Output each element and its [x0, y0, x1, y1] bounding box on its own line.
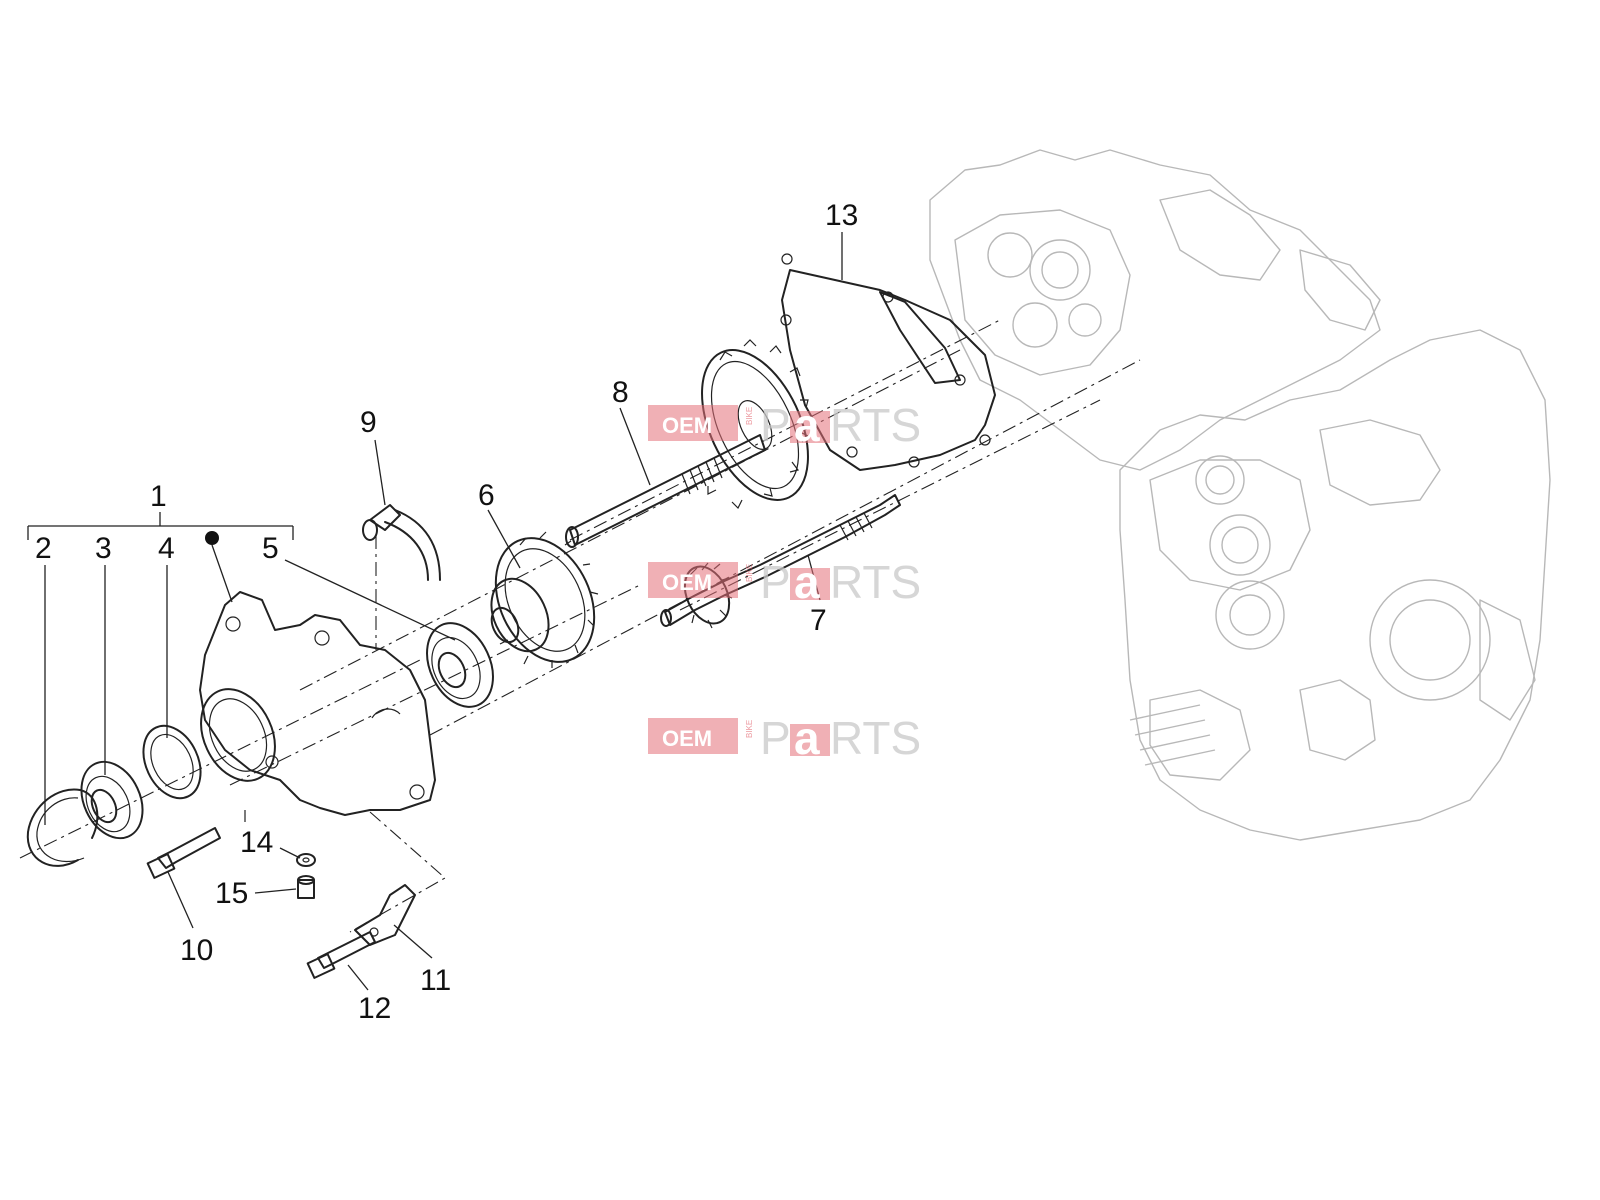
- washer-part-14: [296, 853, 316, 867]
- cover-marker-dot: [205, 531, 219, 545]
- oil-seal-part-4: [142, 724, 202, 800]
- callout-1: 1: [150, 480, 167, 513]
- svg-text:RTS: RTS: [830, 556, 921, 608]
- callout-13: 13: [825, 199, 858, 232]
- screw-part-15: [297, 875, 315, 899]
- svg-text:BIKE: BIKE: [745, 564, 754, 582]
- callout-14: 14: [240, 826, 273, 859]
- svg-text:OEM: OEM: [662, 570, 712, 595]
- callout-labels: 1 2 3 4 5 6 7 8 9 10 11 12 13 14 15: [35, 199, 858, 1025]
- watermark-1: OEM BIKE P a RTS: [648, 399, 921, 451]
- svg-text:a: a: [794, 712, 820, 764]
- callout-10: 10: [180, 934, 213, 967]
- bearing-part-3: [80, 760, 144, 840]
- callout-2: 2: [35, 532, 52, 565]
- callout-11: 11: [420, 964, 451, 997]
- svg-text:P: P: [760, 712, 791, 764]
- callout-3: 3: [95, 532, 112, 565]
- svg-text:a: a: [794, 399, 820, 451]
- breather-hose-part-9: [362, 504, 441, 581]
- svg-text:OEM: OEM: [662, 413, 712, 438]
- bearing-part-5: [426, 622, 494, 708]
- svg-text:a: a: [794, 556, 820, 608]
- watermark-3: OEM BIKE P a RTS: [648, 712, 921, 764]
- gasket-part-13: [780, 253, 996, 471]
- svg-text:OEM: OEM: [662, 726, 712, 751]
- svg-text:BIKE: BIKE: [745, 407, 754, 425]
- callout-9: 9: [360, 406, 377, 439]
- callout-5: 5: [262, 532, 279, 565]
- svg-text:RTS: RTS: [830, 399, 921, 451]
- assembly-axis-lines: [19, 319, 1141, 933]
- svg-text:RTS: RTS: [830, 712, 921, 764]
- group-bracket-part-1: [27, 512, 294, 545]
- watermark-2: OEM BIKE P a RTS: [648, 556, 921, 608]
- svg-text:P: P: [760, 556, 791, 608]
- leader-lines: [44, 232, 843, 991]
- callout-4: 4: [158, 532, 175, 565]
- engine-crankcase-ghost: [929, 149, 1551, 841]
- transmission-cover: [199, 591, 436, 822]
- callout-15: 15: [215, 877, 248, 910]
- svg-text:P: P: [760, 399, 791, 451]
- callout-7: 7: [810, 604, 827, 637]
- bolt-part-12: [306, 931, 376, 979]
- bolt-part-10: [146, 827, 221, 879]
- callout-6: 6: [478, 479, 495, 512]
- svg-text:BIKE: BIKE: [745, 720, 754, 738]
- callout-8: 8: [612, 376, 629, 409]
- callout-12: 12: [358, 992, 391, 1025]
- gear-part-6: [490, 531, 599, 668]
